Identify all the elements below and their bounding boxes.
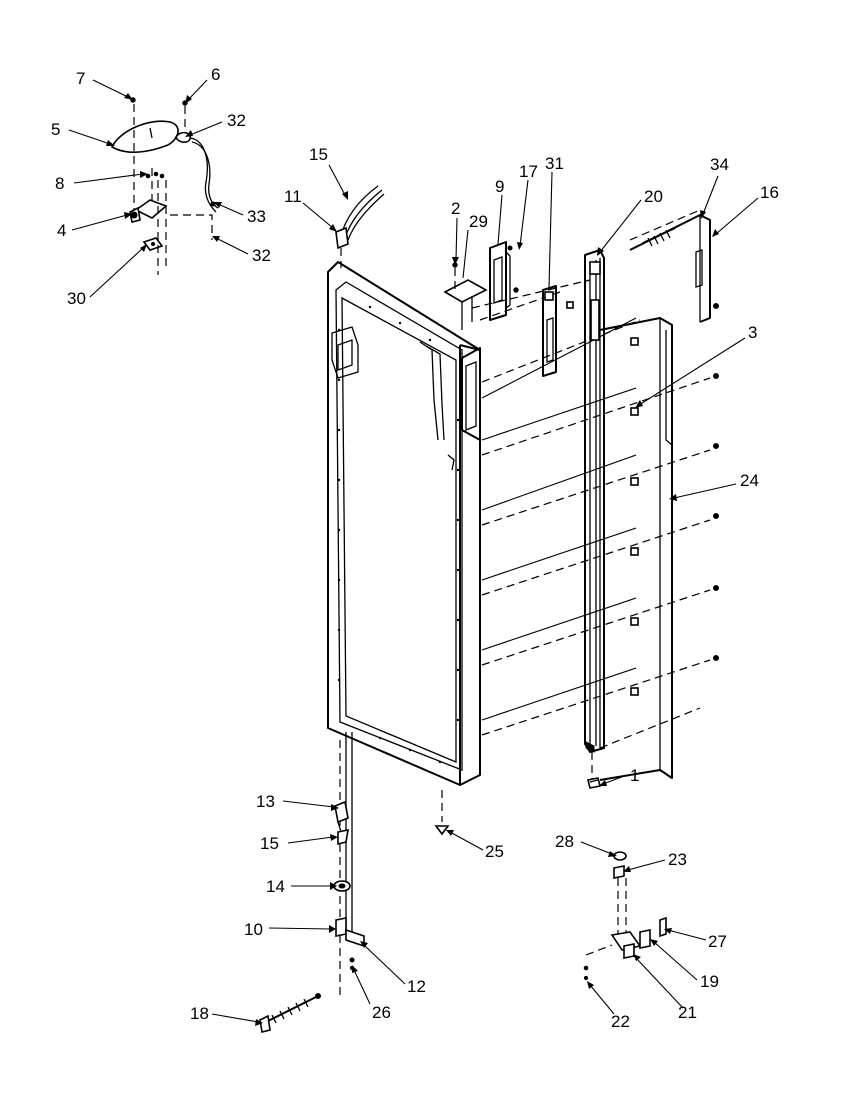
callout-1: 1 — [630, 766, 639, 785]
callout-11: 11 — [284, 187, 302, 206]
callout-16: 16 — [760, 183, 779, 202]
hinge-bracket-4 — [129, 171, 168, 223]
callout-3: 3 — [748, 323, 757, 342]
callout-29: 29 — [469, 212, 488, 231]
callout-7: 7 — [76, 69, 85, 88]
callout-27: 27 — [708, 932, 727, 951]
bracket-12 — [345, 928, 365, 948]
callout-33: 33 — [247, 207, 266, 226]
callout-8: 8 — [55, 174, 64, 193]
wire-32 — [175, 131, 219, 213]
callout-21: 21 — [678, 1003, 697, 1022]
callout-20: 20 — [644, 187, 663, 206]
callout-26: 26 — [372, 1003, 391, 1022]
callout-28: 28 — [555, 832, 574, 851]
callout-22: 22 — [611, 1012, 630, 1031]
callout-24: 24 — [740, 471, 759, 490]
screw-16 — [642, 227, 676, 247]
callout-17: 17 — [519, 162, 538, 181]
callout-34: 34 — [710, 155, 729, 174]
handle-trim — [584, 249, 605, 753]
callout-30: 30 — [67, 289, 86, 308]
callout-23: 23 — [668, 850, 687, 869]
callout-6: 6 — [211, 65, 220, 84]
callout-15b: 15 — [260, 834, 279, 853]
handle-trim-end-cap — [587, 752, 601, 789]
callout-32b: 32 — [252, 246, 271, 265]
leader-lines — [68, 79, 759, 1026]
top-hinge-cover — [110, 120, 179, 153]
hinge-pin-30 — [142, 237, 164, 251]
callout-9: 9 — [495, 177, 504, 196]
wire-15-top — [335, 185, 385, 268]
strip-screws — [713, 303, 719, 661]
callout-labels: 7 6 5 32 8 4 33 32 30 15 11 2 29 9 17 31… — [51, 65, 779, 1031]
pin-10 — [335, 917, 347, 937]
callout-13: 13 — [256, 792, 275, 811]
rod-18 — [259, 993, 321, 1033]
callout-18: 18 — [190, 1004, 209, 1023]
door-panel — [327, 261, 481, 786]
callout-4: 4 — [57, 221, 66, 240]
strip-clips — [630, 337, 639, 696]
callout-10: 10 — [244, 920, 263, 939]
callout-14: 14 — [266, 877, 285, 896]
callout-25: 25 — [485, 842, 504, 861]
connector-15-bottom — [337, 828, 349, 846]
callout-2: 2 — [451, 199, 460, 218]
plate-9 — [489, 241, 519, 321]
explode-lines — [471, 209, 711, 749]
callout-12: 12 — [407, 977, 426, 996]
top-plate-29 — [443, 262, 488, 330]
door-side-rail — [599, 317, 673, 781]
callout-5: 5 — [51, 120, 60, 139]
callout-32: 32 — [227, 111, 246, 130]
callout-31: 31 — [545, 154, 564, 173]
bottom-hinge — [583, 851, 667, 981]
plug-25 — [434, 790, 450, 836]
callout-15: 15 — [309, 145, 328, 164]
callout-19: 19 — [700, 972, 719, 991]
connector-13 — [334, 800, 349, 836]
top-bracket-34 — [629, 214, 711, 323]
bracket-31 — [542, 285, 574, 377]
hinge-dashes — [133, 104, 213, 275]
